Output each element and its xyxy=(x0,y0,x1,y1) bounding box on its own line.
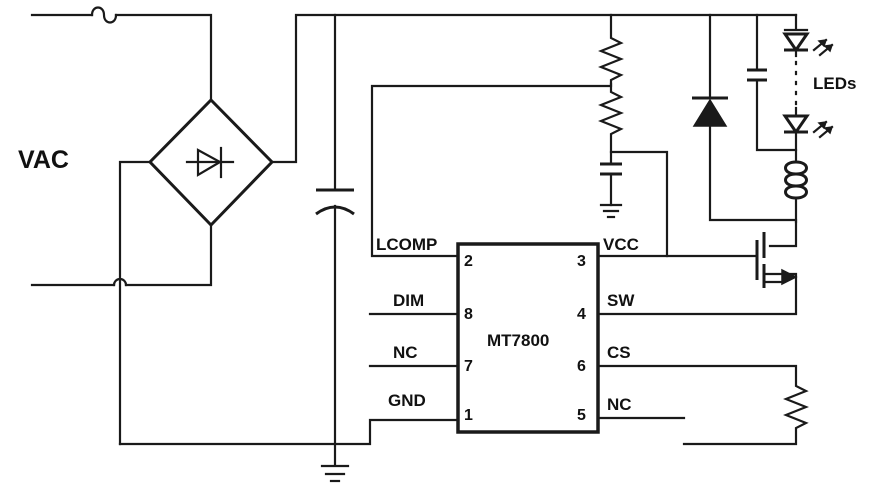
bulk-capacitor xyxy=(315,13,355,467)
pin-number-6: 6 xyxy=(577,358,586,375)
pin-label-nc-left: NC xyxy=(393,343,418,362)
ic-mt7800 xyxy=(456,242,600,434)
pin-stub-wires xyxy=(368,312,686,420)
inductor xyxy=(784,160,808,224)
lcomp-wire xyxy=(370,84,613,258)
sense-resistor xyxy=(596,364,809,446)
vcc-capacitor xyxy=(599,162,623,219)
freewheel-diode xyxy=(692,13,798,222)
ground-return-wire xyxy=(118,418,460,446)
pin-label-nc-right: NC xyxy=(607,395,632,414)
pin-number-7: 7 xyxy=(464,358,473,375)
pin-number-3: 3 xyxy=(577,253,586,270)
pin-label-gnd: GND xyxy=(388,391,426,410)
pin-label-sw: SW xyxy=(607,291,635,310)
pin-number-5: 5 xyxy=(577,407,586,424)
bridge-rectifier xyxy=(118,13,798,446)
vcc-wire xyxy=(596,150,669,258)
fuse xyxy=(90,6,118,24)
output-capacitor xyxy=(747,13,798,152)
pin-number-4: 4 xyxy=(577,306,586,323)
pin-label-lcomp: LCOMP xyxy=(376,235,437,254)
led-string xyxy=(782,13,834,164)
mosfet-switch xyxy=(665,220,798,314)
pin-label-vcc: VCC xyxy=(603,235,639,254)
startup-resistor-top xyxy=(598,13,624,86)
pin-number-2: 2 xyxy=(464,253,473,270)
pin-number-1: 1 xyxy=(464,407,473,424)
ground-symbol-main xyxy=(320,464,350,483)
startup-resistor-bottom xyxy=(598,82,624,166)
vac-label: VAC xyxy=(18,146,69,174)
leds-label: LEDs xyxy=(813,74,856,93)
pin-label-cs: CS xyxy=(607,343,631,362)
ic-name: MT7800 xyxy=(487,331,549,350)
pin-number-8: 8 xyxy=(464,306,473,323)
led-light-arrows xyxy=(812,38,834,139)
pin-label-dim: DIM xyxy=(393,291,424,310)
